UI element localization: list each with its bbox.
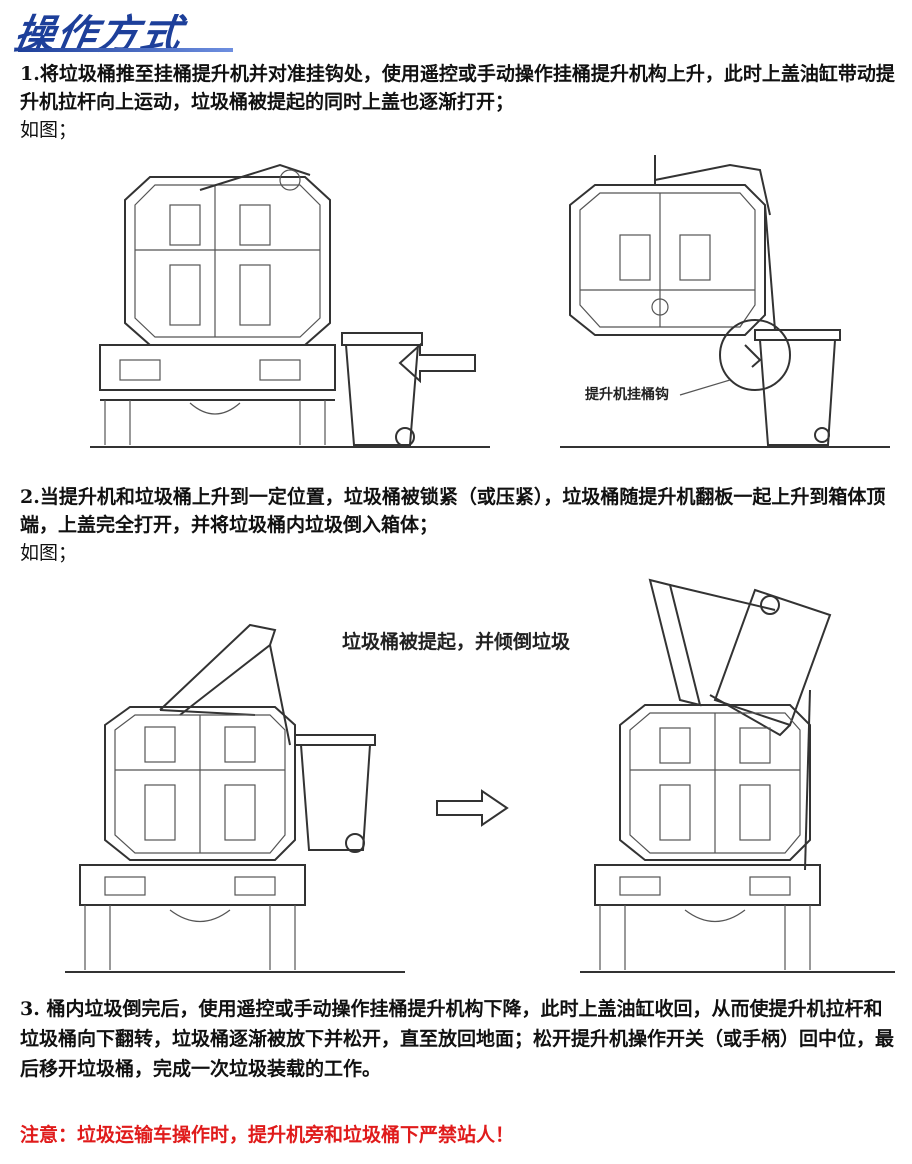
title-underline	[18, 48, 233, 52]
garbage-bin	[341, 332, 423, 447]
truck-chassis	[99, 344, 336, 445]
truck-chassis-2	[79, 864, 306, 970]
step-2-figure-label: 如图；	[20, 542, 78, 564]
push-arrow-icon	[398, 342, 476, 384]
figure-1-truck-rear	[90, 163, 490, 448]
figure-2-caption: 垃圾桶被提起，并倾倒垃圾	[342, 631, 571, 653]
callout-bin	[754, 329, 841, 446]
hook-callout-circle	[679, 319, 791, 396]
figure-2-bin-dumping	[580, 578, 895, 973]
truck-chassis-3	[594, 864, 821, 970]
tipped-bin	[709, 588, 832, 737]
safety-warning: 注意：垃圾运输车操作时，提升机旁和垃圾桶下严禁站人！	[20, 1124, 515, 1146]
page-title: 操作方式	[10, 12, 187, 58]
step-1-figure-label: 如图；	[20, 119, 78, 141]
figure-2-bin-lifting	[65, 623, 405, 973]
truck-body-outline-3	[619, 689, 811, 871]
lift-arm-raised	[648, 578, 776, 707]
truck-body-outline	[124, 163, 331, 346]
step-3-text: 3. 桶内垃圾倒完后，使用遥控或手动操作挂桶提升机构下降，此时上盖油缸收回，从而…	[20, 998, 895, 1080]
hook-callout-label: 提升机挂桶钩	[585, 386, 669, 403]
lifter-body	[569, 155, 776, 336]
lift-arm	[159, 623, 291, 746]
figure-1-lifter-side: 提升机挂桶钩	[560, 155, 890, 448]
right-arrow-icon	[436, 789, 509, 827]
step-1-text: 1.将垃圾桶推至挂桶提升机并对准挂钩处，使用遥控或手动操作挂桶提升机构上升，此时…	[20, 63, 895, 113]
lifted-bin	[294, 734, 376, 853]
step-2-text: 2.当提升机和垃圾桶上升到一定位置，垃圾桶被锁紧（或压紧），垃圾桶随提升机翻板一…	[20, 486, 886, 536]
truck-body-outline-2	[104, 706, 296, 861]
